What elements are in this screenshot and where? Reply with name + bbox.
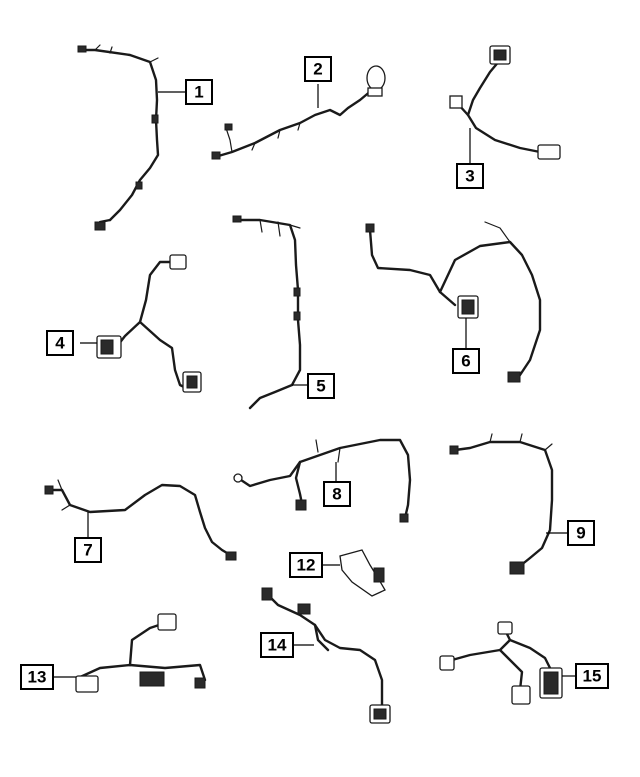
callout-13: 13 xyxy=(20,664,54,690)
callout-label: 4 xyxy=(55,334,65,353)
callout-label: 6 xyxy=(461,352,470,371)
callout-label: 13 xyxy=(28,668,47,687)
harness-part-5 xyxy=(232,215,308,410)
harness-part-4 xyxy=(80,254,202,393)
callout-14: 14 xyxy=(260,632,294,658)
callout-8: 8 xyxy=(323,481,351,507)
callout-label: 1 xyxy=(194,83,203,102)
callout-9: 9 xyxy=(567,520,595,546)
harness-part-12 xyxy=(322,549,386,597)
callout-12: 12 xyxy=(289,552,323,578)
callout-2: 2 xyxy=(304,56,332,82)
callout-label: 14 xyxy=(268,636,287,655)
callout-4: 4 xyxy=(46,330,74,356)
harness-part-13 xyxy=(53,613,207,693)
callout-label: 9 xyxy=(576,524,585,543)
callout-6: 6 xyxy=(452,348,480,374)
callout-label: 12 xyxy=(297,556,316,575)
harness-part-15 xyxy=(439,621,576,705)
harness-part-2 xyxy=(211,65,386,160)
callout-label: 3 xyxy=(465,167,474,186)
harness-part-14 xyxy=(261,587,391,724)
harness-part-9 xyxy=(449,433,568,575)
callout-label: 7 xyxy=(83,541,92,560)
callout-15: 15 xyxy=(575,663,609,689)
callout-5: 5 xyxy=(307,373,335,399)
callout-1: 1 xyxy=(185,79,213,105)
callout-7: 7 xyxy=(74,537,102,563)
harness-part-6 xyxy=(365,221,542,383)
harness-part-7 xyxy=(44,479,237,561)
callout-label: 2 xyxy=(313,60,322,79)
callout-label: 8 xyxy=(332,485,341,504)
harness-part-8 xyxy=(233,438,412,523)
harness-part-1 xyxy=(77,44,186,231)
callout-3: 3 xyxy=(456,163,484,189)
callout-label: 15 xyxy=(583,667,602,686)
harness-part-3 xyxy=(449,45,561,164)
callout-label: 5 xyxy=(316,377,325,396)
